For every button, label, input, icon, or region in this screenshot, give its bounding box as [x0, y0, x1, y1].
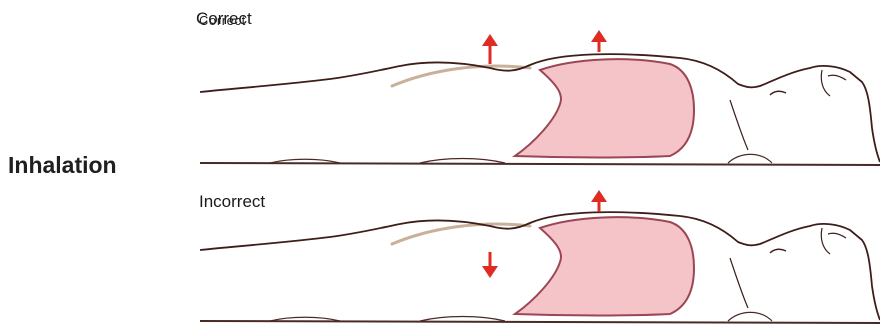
panel-label-incorrect: Incorrect	[199, 192, 265, 212]
figure-correct	[200, 54, 880, 165]
figure-incorrect	[200, 212, 880, 323]
arrow-up-icon	[482, 34, 498, 64]
panel-label-correct-overlay: Correct	[199, 13, 246, 28]
arrow-up-icon	[591, 190, 607, 212]
arrow-down-icon	[482, 252, 498, 278]
diagram-title: Inhalation	[8, 152, 117, 179]
arrow-up-icon	[591, 30, 607, 52]
